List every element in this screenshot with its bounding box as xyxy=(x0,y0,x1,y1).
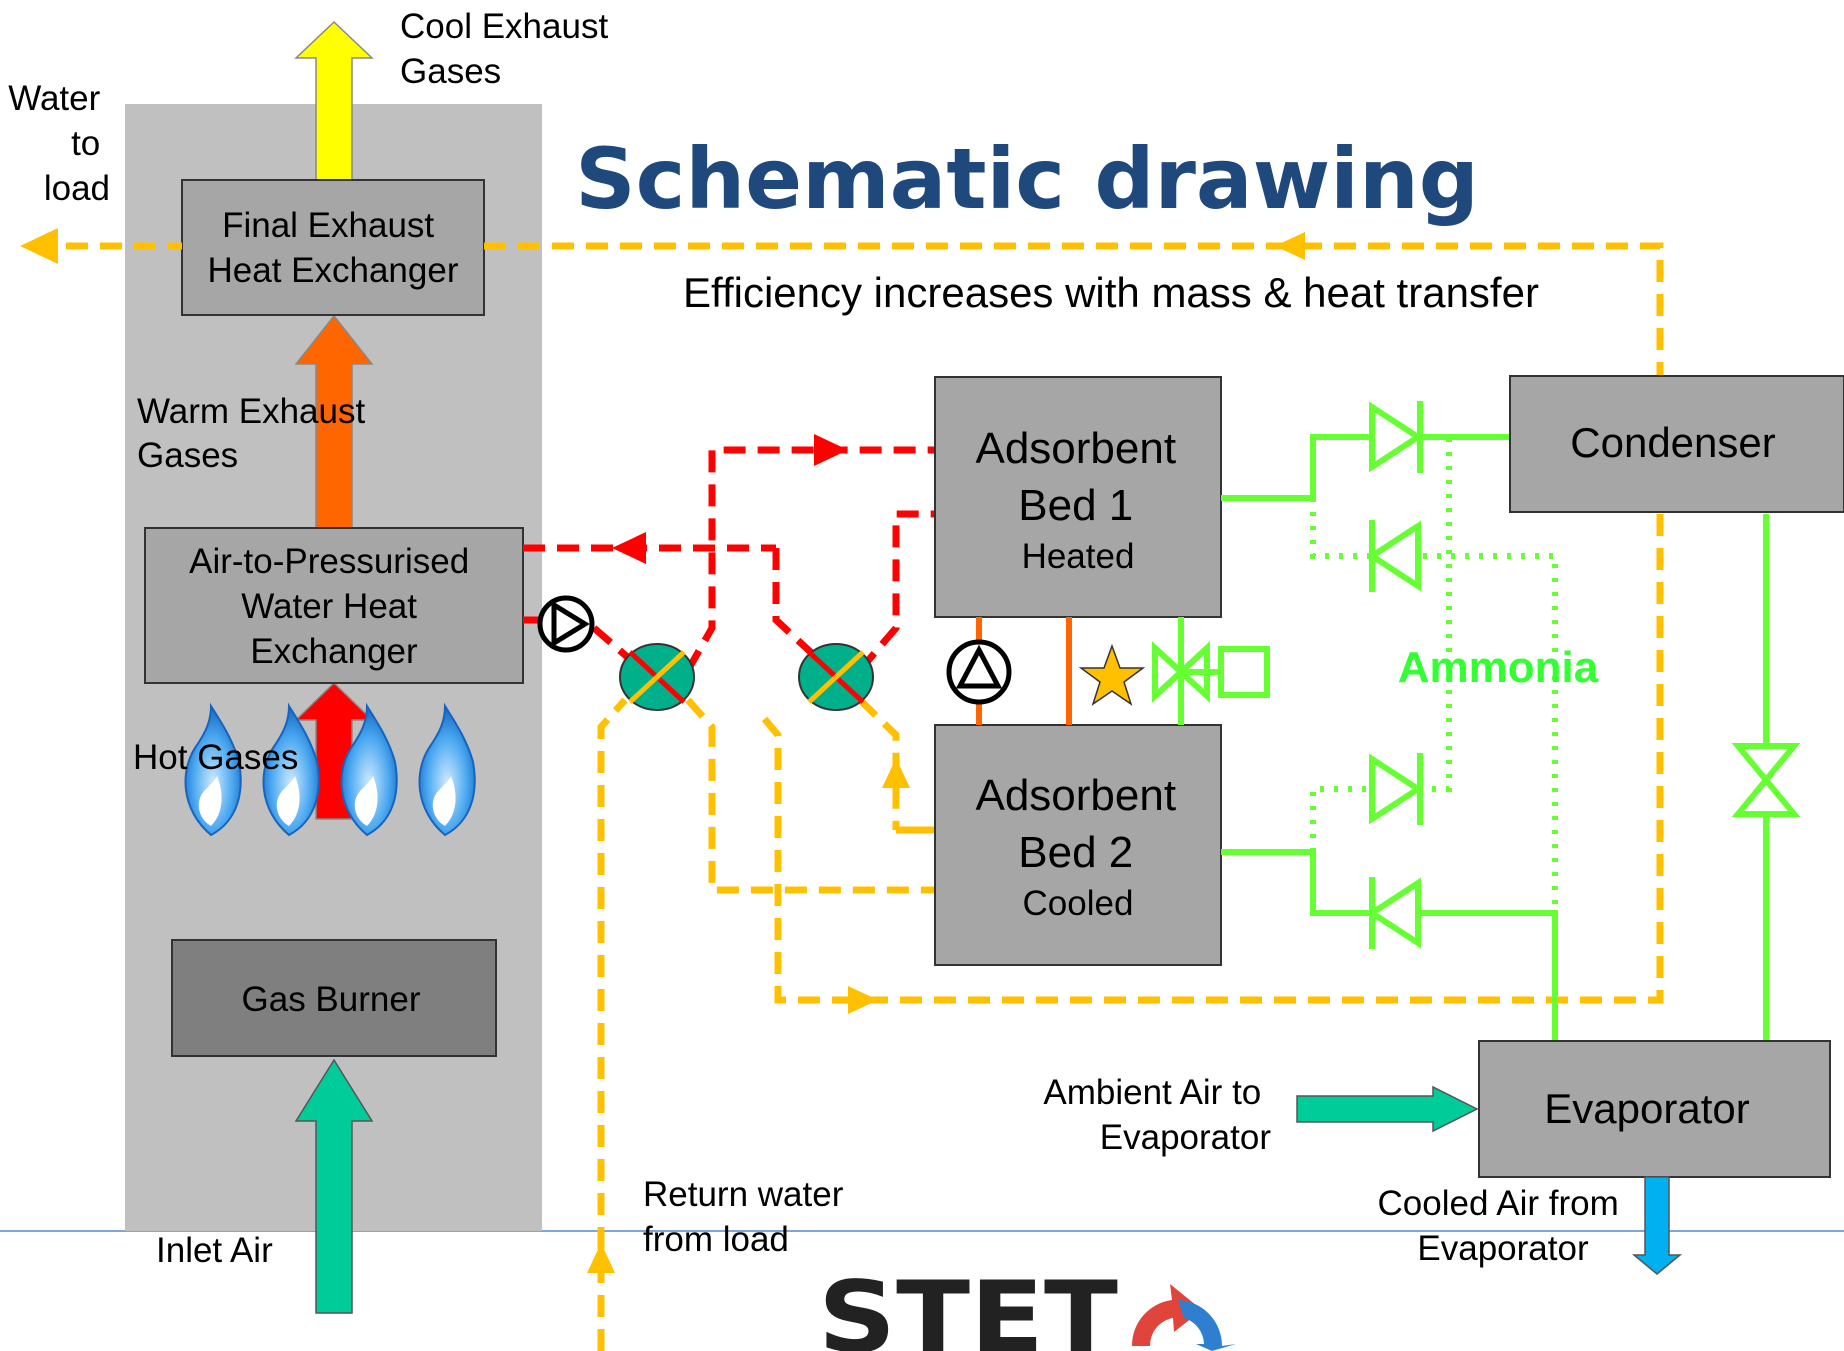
bed2-inlet-arrowhead xyxy=(882,758,910,788)
ambient-air-label: Ambient Air to Evaporator xyxy=(1043,1073,1271,1157)
cooled-air-label: Cooled Air from Evaporator xyxy=(1378,1184,1629,1268)
evaporator-label: Evaporator xyxy=(1544,1085,1749,1132)
hot-water-arrowhead-left xyxy=(612,532,646,564)
heat-transfer-pump-icon[interactable] xyxy=(946,639,1012,705)
check-valve-icon xyxy=(1366,520,1421,592)
bed-1-label: Adsorbent Bed 1 Heated xyxy=(975,424,1180,576)
ammonia-lines xyxy=(1178,434,1769,1041)
bed-2-label: Adsorbent Bed 2 Cooled xyxy=(975,771,1180,923)
return-water-arrowhead xyxy=(587,1243,615,1273)
air-hx-label: Air-to-Pressurised Water Heat Exchanger xyxy=(189,542,479,671)
check-valve-icon xyxy=(1369,401,1424,473)
page-title: Schematic drawing xyxy=(575,130,1479,228)
expansion-valve-icon[interactable] xyxy=(1731,743,1801,817)
flame-icon xyxy=(418,702,476,837)
flame-icons xyxy=(184,702,476,837)
final-hx-label: Final Exhaust Heat Exchanger xyxy=(208,206,459,290)
condenser-label: Condenser xyxy=(1570,419,1775,466)
warm-exhaust-arrow xyxy=(294,314,374,529)
flame-icon xyxy=(262,702,320,837)
warm-exhaust-label: Warm Exhaust Gases xyxy=(137,392,375,475)
cool-exhaust-arrow xyxy=(294,20,374,181)
actuated-valve-icon[interactable] xyxy=(1152,641,1270,703)
mixing-valve-1-icon[interactable] xyxy=(619,643,695,711)
water-to-load-arrowhead xyxy=(20,228,58,264)
water-to-load-label: Water to load xyxy=(8,79,110,208)
inlet-air-label: Inlet Air xyxy=(156,1231,273,1270)
condenser xyxy=(1509,375,1844,513)
gas-burner-label: Gas Burner xyxy=(242,980,421,1019)
flame-icon xyxy=(340,702,398,837)
top-return-arrowhead xyxy=(1275,232,1305,260)
adsorbent-bed-1 xyxy=(934,376,1222,618)
ammonia-label: Ammonia xyxy=(1398,643,1599,692)
flame-icon xyxy=(184,702,242,837)
mixing-valve-2-icon[interactable] xyxy=(798,643,874,711)
cool-water-loop xyxy=(66,242,1664,1351)
return-water-label: Return water from load xyxy=(643,1175,853,1259)
cool-exhaust-label: Cool Exhaust Gases xyxy=(400,7,618,91)
page-subtitle: Efficiency increases with mass & heat tr… xyxy=(683,269,1539,316)
cooled-air-arrow xyxy=(1631,1176,1683,1275)
ambient-air-arrow xyxy=(1296,1085,1479,1133)
stet-logo: STET xyxy=(818,1261,1236,1351)
ammonia-dotted-lines xyxy=(1310,437,1558,913)
star-icon xyxy=(1078,643,1146,706)
adsorbent-bed-2 xyxy=(934,724,1222,966)
water-pump-icon[interactable] xyxy=(537,595,595,653)
check-valve-icon xyxy=(1366,877,1421,949)
check-valve-icon xyxy=(1369,753,1424,825)
inlet-air-arrow xyxy=(294,1058,374,1314)
hot-gases-label: Hot Gases xyxy=(133,738,298,777)
final-exhaust-heat-exchanger xyxy=(181,179,485,316)
air-to-water-heat-exchanger xyxy=(144,527,524,684)
logo-arrows-icon xyxy=(1131,1284,1202,1346)
evaporator xyxy=(1478,1040,1831,1178)
bottom-loop-arrowhead xyxy=(848,986,878,1014)
svg-text:STET: STET xyxy=(818,1261,1118,1351)
hot-water-arrowhead-right xyxy=(814,434,848,466)
gas-burner xyxy=(171,939,497,1057)
